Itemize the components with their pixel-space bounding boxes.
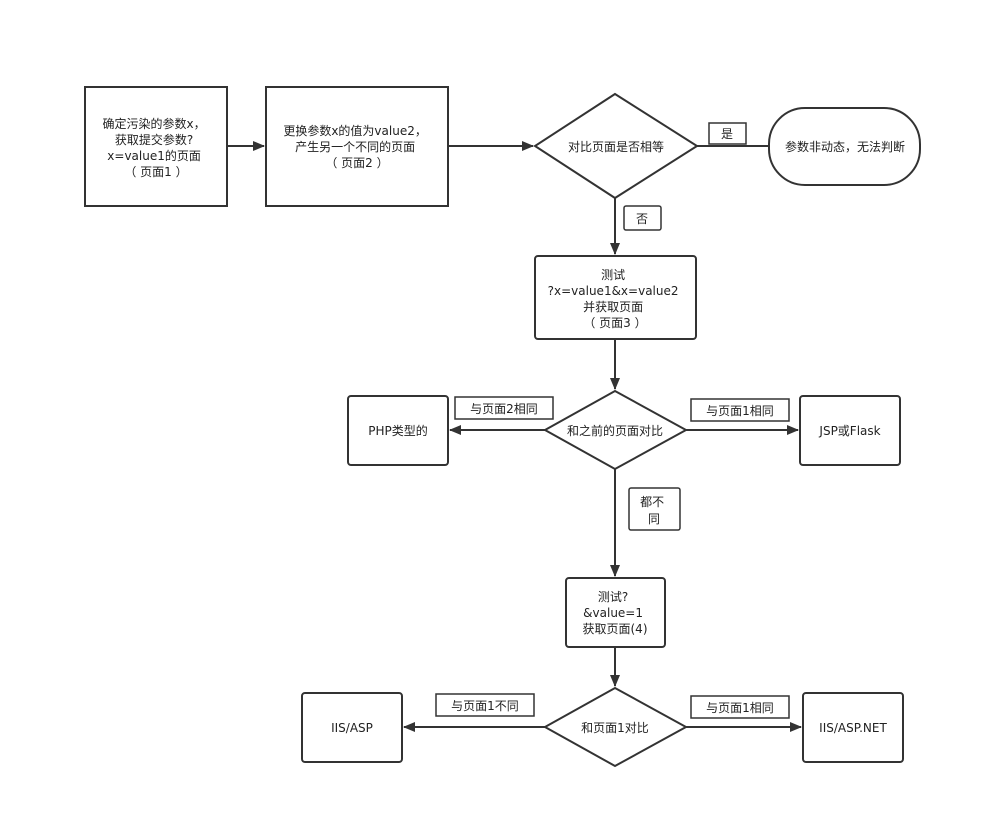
edge-label-all-different-text: 同 (648, 512, 660, 526)
edge-label-same-as-page1-lower-text: 与页面1相同 (706, 701, 774, 715)
node-php-line: PHP类型的 (368, 423, 428, 438)
svg-text:参数非动态，无法判断: 参数非动态，无法判断 (785, 139, 905, 154)
node-php: PHP类型的 (347, 395, 449, 466)
svg-text:PHP类型的: PHP类型的 (368, 423, 428, 438)
node-iis-aspnet: IIS/ASP.NET (802, 692, 904, 763)
svg-text:测试 ?x=value1&x=value2: 测试 ?x=value1&x=value2 并获取页面 （ 页面3 ） (548, 267, 683, 330)
node-page2-line: 产生另一个不同的页面 (295, 139, 415, 154)
edge-label-yes: 是 (708, 122, 747, 145)
node-jsp: JSP或Flask (799, 395, 901, 466)
node-test3: 测试 ?x=value1&x=value2 并获取页面 （ 页面3 ） (534, 255, 697, 340)
svg-text:和之前的页面对比: 和之前的页面对比 (567, 423, 663, 438)
svg-text:与页面1不同: 与页面1不同 (451, 699, 519, 713)
node-compare-page1-line: 和页面1对比 (581, 721, 649, 735)
node-compare-previous: 和之前的页面对比 (542, 389, 689, 471)
node-test4: 测试? &value=1 获取页面(4) (565, 577, 666, 648)
svg-text:和页面1对比: 和页面1对比 (581, 721, 649, 735)
node-iis-asp: IIS/ASP (301, 692, 403, 763)
node-page1: 确定污染的参数x， 获取提交参数? x=value1的页面 （ 页面1 ） (84, 86, 228, 207)
svg-text:否: 否 (636, 212, 648, 226)
svg-text:都不 同: 都不 同 (640, 495, 668, 526)
node-page1-line: （ 页面1 ） (124, 165, 187, 179)
edge-label-all-different: 都不 同 (628, 487, 681, 531)
node-test4-line: 测试? (598, 589, 628, 604)
edge-label-same-as-page1-upper-text: 与页面1相同 (706, 404, 774, 418)
svg-text:确定污染的参数x， 获取提交参数?: 确定污染的参数x， 获取提交参数? x=value1的页面 （ 页面1 ） (103, 116, 210, 179)
svg-text:IIS/ASP.NET: IIS/ASP.NET (819, 721, 887, 735)
svg-text:与页面1相同: 与页面1相同 (706, 701, 774, 715)
node-not-dynamic: 参数非动态，无法判断 (768, 107, 921, 186)
edge-label-yes-text: 是 (721, 127, 733, 141)
svg-text:与页面2相同: 与页面2相同 (470, 402, 538, 416)
node-jsp-line: JSP或Flask (818, 424, 880, 438)
node-test4-line: &value=1 (583, 606, 643, 620)
node-test3-line: 并获取页面 (583, 300, 643, 314)
node-compare-equal-line: 对比页面是否相等 (568, 140, 664, 154)
node-test3-line: （ 页面3 ） (583, 316, 646, 330)
svg-text:更换参数x的值为value2， 产生另一个不同的: 更换参数x的值为value2， 产生另一个不同的页面 （ 页面2 ） (283, 123, 430, 170)
svg-text:IIS/ASP: IIS/ASP (331, 721, 373, 735)
node-not-dynamic-line: 参数非动态，无法判断 (785, 139, 905, 154)
svg-text:对比页面是否相等: 对比页面是否相等 (568, 140, 664, 154)
svg-text:是: 是 (721, 127, 733, 141)
edge-label-same-as-page2: 与页面2相同 (454, 396, 554, 420)
node-page1-line: 确定污染的参数x， (103, 116, 206, 131)
node-compare-page1: 和页面1对比 (542, 686, 689, 768)
node-page2: 更换参数x的值为value2， 产生另一个不同的页面 （ 页面2 ） (265, 86, 449, 207)
edge-label-same-as-page2-text: 与页面2相同 (470, 402, 538, 416)
svg-text:JSP或Flask: JSP或Flask (818, 424, 880, 438)
connectors (227, 141, 802, 732)
node-compare-previous-line: 和之前的页面对比 (567, 423, 663, 438)
svg-text:测试? &value=1 获取页面(: 测试? &value=1 获取页面(4) (583, 589, 648, 636)
edge-label-no: 否 (623, 205, 662, 231)
node-test4-line: 获取页面(4) (583, 622, 648, 636)
node-page2-line: （ 页面2 ） (325, 156, 388, 170)
node-test3-line: 测试 (601, 267, 625, 282)
edge-label-all-different-text: 都不 (640, 495, 664, 509)
edge-label-same-as-page1-upper: 与页面1相同 (690, 398, 790, 422)
node-iis-asp-line: IIS/ASP (331, 721, 373, 735)
node-page2-line: 更换参数x的值为value2， (283, 123, 427, 138)
edge-label-diff-page1-text: 与页面1不同 (451, 699, 519, 713)
node-page1-line: 获取提交参数? (115, 132, 193, 147)
node-page1-line: x=value1的页面 (107, 148, 201, 163)
edge-label-no-text: 否 (636, 212, 648, 226)
edge-label-diff-page1: 与页面1不同 (435, 693, 535, 717)
edge-label-same-as-page1-lower: 与页面1相同 (690, 695, 790, 719)
node-compare-equal: 对比页面是否相等 (533, 92, 699, 200)
svg-text:与页面1相同: 与页面1相同 (706, 404, 774, 418)
node-iis-aspnet-line: IIS/ASP.NET (819, 721, 887, 735)
node-test3-line: ?x=value1&x=value2 (548, 284, 679, 298)
